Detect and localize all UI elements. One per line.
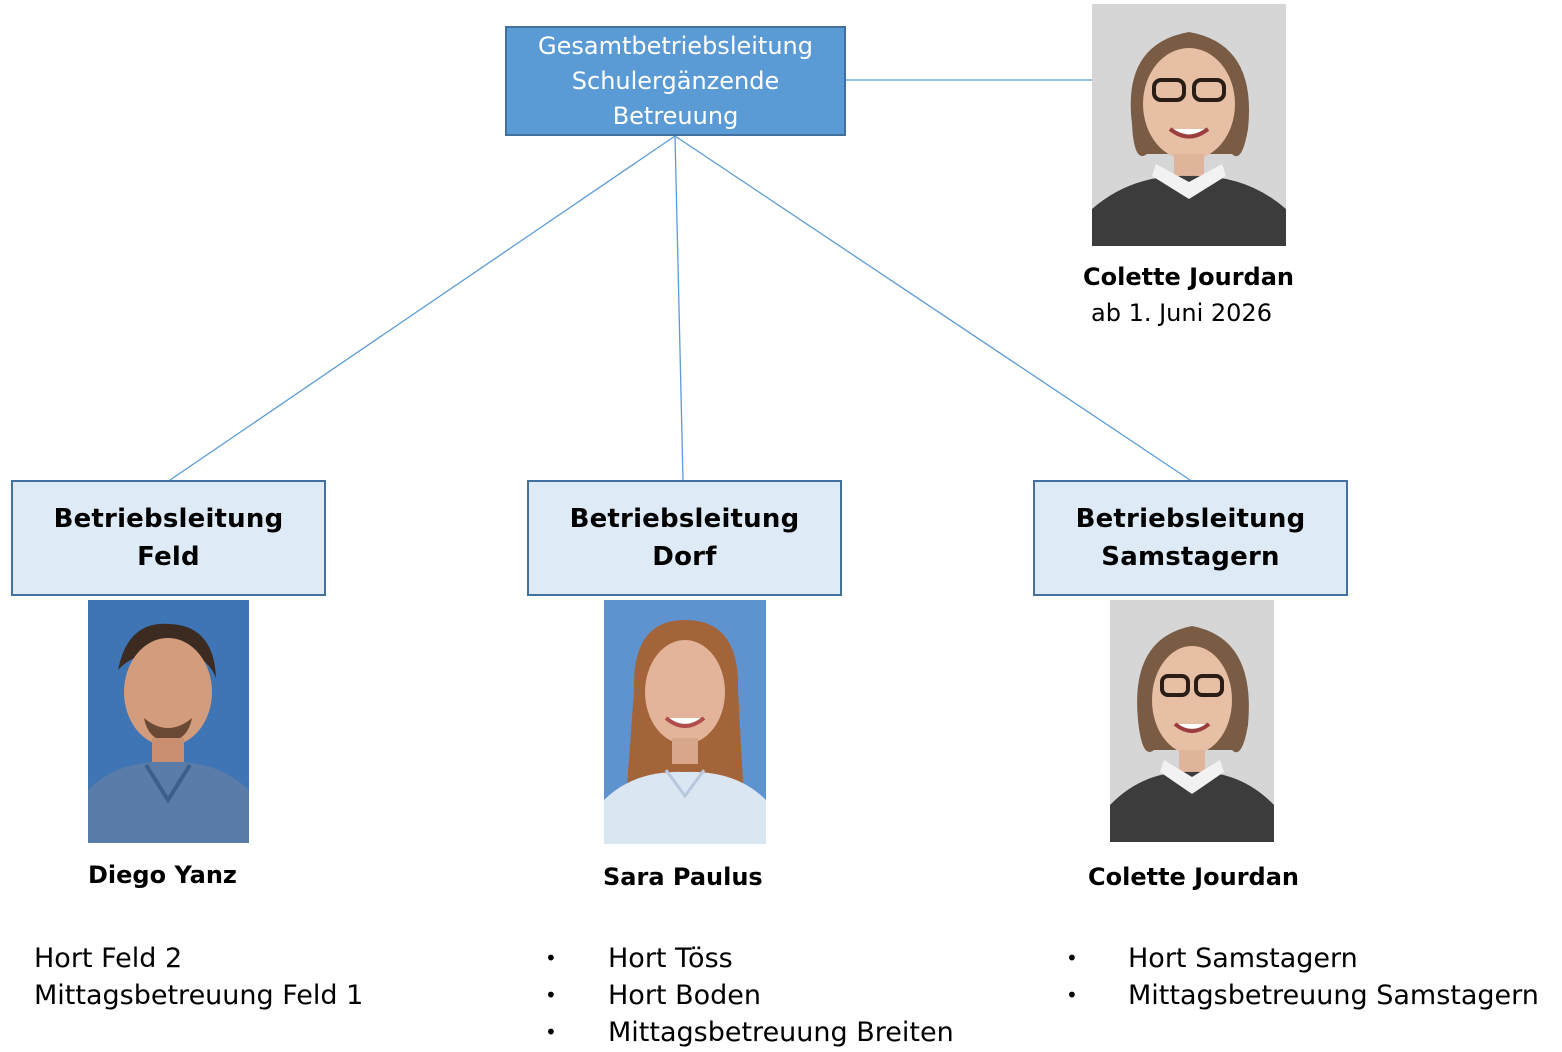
top-management-box: Gesamtbetriebsleitung Schulergänzende Be… [505,26,846,136]
top-person-photo [1092,4,1286,246]
connector-top-to-dorf [674,135,684,481]
list-item: •Hort Töss [545,940,985,977]
bullet-icon: • [545,946,557,970]
connector-top-to-feld [169,135,676,481]
unit-feld-list: Hort Feld 2 Mittagsbetreuung Feld 1 [34,940,394,1014]
bullet-icon: • [545,1020,557,1044]
unit-samstagern-title-2: Samstagern [1101,542,1280,572]
unit-box-samstagern: Betriebsleitung Samstagern [1033,480,1348,596]
list-item: •Mittagsbetreuung Samstagern [1066,977,1560,1014]
unit-samstagern-person: Colette Jourdan [1088,863,1299,891]
unit-feld-person: Diego Yanz [88,861,237,889]
unit-dorf-person: Sara Paulus [603,863,763,891]
top-person-note: ab 1. Juni 2026 [1091,299,1272,327]
top-box-line-1: Gesamtbetriebsleitung [538,31,813,60]
top-person-name: Colette Jourdan [1083,263,1294,291]
unit-feld-title-2: Feld [137,542,200,572]
list-item: Hort Feld 2 [34,943,183,974]
bullet-icon: • [1066,983,1078,1007]
connector-top-to-samstagern [674,135,1191,481]
list-item: •Hort Boden [545,977,985,1014]
list-item: •Mittagsbetreuung Breiten [545,1014,985,1051]
unit-feld-title-1: Betriebsleitung [53,504,284,534]
unit-dorf-list: •Hort Töss •Hort Boden •Mittagsbetreuung… [545,940,985,1051]
list-item: •Hort Samstagern [1066,940,1560,977]
top-box-line-2: Schulergänzende [571,66,780,95]
unit-box-feld: Betriebsleitung Feld [11,480,326,596]
unit-box-dorf: Betriebsleitung Dorf [527,480,842,596]
bullet-icon: • [545,983,557,1007]
unit-samstagern-title-1: Betriebsleitung [1075,504,1306,534]
unit-samstagern-photo [1110,600,1274,842]
unit-samstagern-list: •Hort Samstagern •Mittagsbetreuung Samst… [1066,940,1560,1014]
unit-dorf-title-1: Betriebsleitung [569,504,800,534]
bullet-icon: • [1066,946,1078,970]
top-box-line-3: Betreuung [612,101,739,130]
unit-dorf-photo [604,600,766,844]
unit-feld-photo [88,600,249,843]
unit-dorf-title-2: Dorf [652,542,717,572]
list-item: Mittagsbetreuung Feld 1 [34,980,364,1011]
